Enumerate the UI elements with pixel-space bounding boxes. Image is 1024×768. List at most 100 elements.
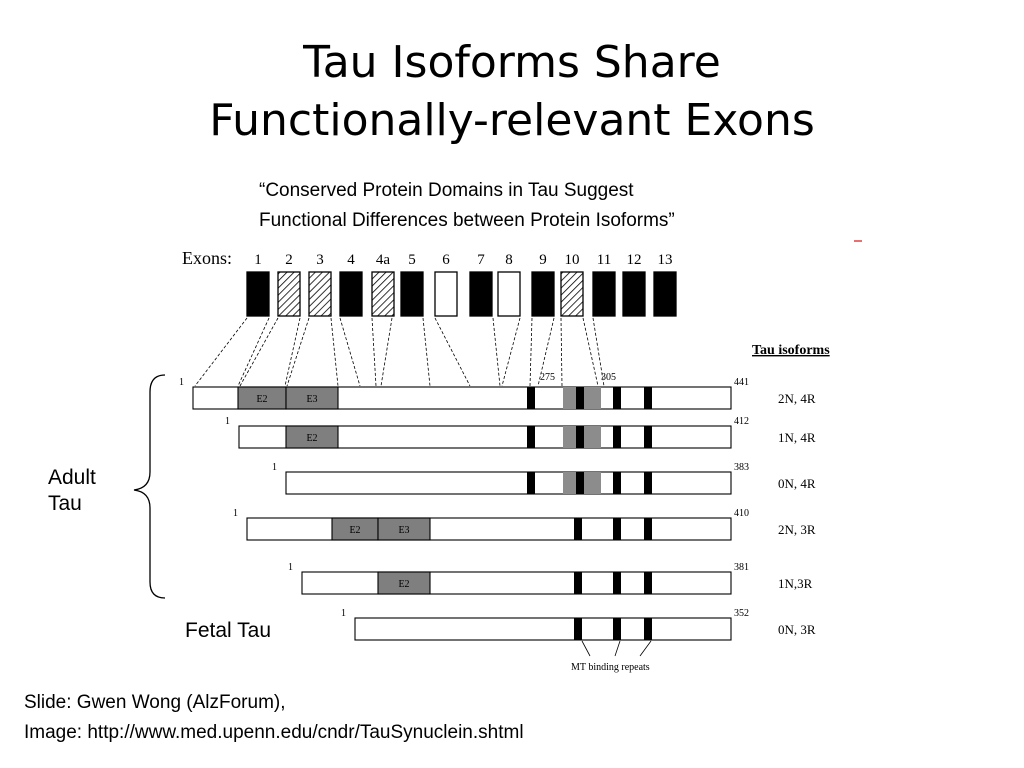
- exon-label-9: 9: [539, 252, 547, 268]
- mt-repeat-block: [613, 618, 621, 640]
- isoform-length-label: 412: [734, 416, 749, 427]
- marker-305: 305: [601, 372, 616, 383]
- exon-box-13: [653, 271, 677, 317]
- connector-line: [434, 317, 471, 387]
- connector-line: [330, 317, 339, 387]
- subtitle-quote: “Conserved Protein Domains in Tau Sugges…: [259, 176, 675, 236]
- insert-segment: [285, 425, 339, 449]
- connector-line: [194, 317, 248, 387]
- mt-repeat-block: [644, 426, 652, 448]
- fetal-tau-label: Fetal Tau: [185, 619, 271, 642]
- credit-line-1: Slide: Gwen Wong (AlzForum),: [24, 692, 286, 713]
- subtitle-line-2: Functional Differences between Protein I…: [259, 210, 675, 231]
- exon-box-4a: [371, 271, 395, 317]
- mt-repeat-block: [574, 518, 582, 540]
- exon-box-3: [308, 271, 332, 317]
- isoform-length-label: 381: [734, 562, 749, 573]
- insert-label: E3: [398, 525, 409, 536]
- mt-repeat-block: [613, 387, 621, 409]
- connector-line: [537, 317, 555, 387]
- isoform-start-label: 1: [341, 608, 346, 619]
- connector-line: [237, 317, 270, 387]
- isoform-bar: [246, 517, 732, 541]
- insert-segment: [377, 517, 431, 541]
- isoform-start-label: 1: [233, 508, 238, 519]
- mt-repeat-block: [613, 518, 621, 540]
- exon-box-1: [246, 271, 270, 317]
- adult-tau-label: Adult Tau: [48, 465, 96, 517]
- isoform-bar: [301, 571, 732, 595]
- mt-repeat-block: [644, 618, 652, 640]
- connector-line: [560, 317, 563, 387]
- insert-segment: [285, 386, 339, 410]
- exon-label-6: 6: [442, 252, 450, 268]
- adult-brace: [133, 374, 166, 599]
- isoform-row: E2 E3 1 410 2N, 3R: [233, 508, 816, 541]
- exon-box-5: [400, 271, 424, 317]
- isoform-length-label: 352: [734, 608, 749, 619]
- mt-binding-label: MT binding repeats: [571, 662, 650, 673]
- isoform-length-label: 410: [734, 508, 749, 519]
- isoform-name-label: 0N, 3R: [778, 622, 816, 637]
- isoform-name-label: 2N, 4R: [778, 391, 816, 406]
- isoform-length-label: 383: [734, 462, 749, 473]
- exon-box-11: [592, 271, 616, 317]
- mt-repeat-block: [644, 472, 652, 494]
- tau-isoforms-header: Tau isoforms: [752, 343, 830, 358]
- exon-label-11: 11: [597, 252, 611, 268]
- title-line-2: Functionally-relevant Exons: [209, 95, 815, 146]
- exon-connectors: [194, 317, 605, 387]
- mt-repeat-block: [576, 426, 584, 448]
- exon-label-2: 2: [285, 252, 293, 268]
- mt-repeat-block: [527, 472, 535, 494]
- isoform-name-label: 2N, 3R: [778, 522, 816, 537]
- slide-credit: Slide: Gwen Wong (AlzForum), Image: http…: [24, 688, 524, 748]
- connector-line: [501, 317, 521, 387]
- insert-label: E2: [306, 433, 317, 444]
- mt-repeat-block: [574, 572, 582, 594]
- mt-repeat-block: [644, 572, 652, 594]
- exon-box-4: [339, 271, 363, 317]
- isoform-start-label: 1: [179, 377, 184, 388]
- exon-label-5: 5: [408, 252, 416, 268]
- exon-label-13: 13: [658, 252, 673, 268]
- title-line-1: Tau Isoforms Share: [303, 37, 721, 88]
- isoform-name-label: 0N, 4R: [778, 476, 816, 491]
- isoform-bar: [354, 617, 732, 641]
- insert-label: E2: [256, 394, 267, 405]
- exon-box-8: [497, 271, 521, 317]
- mt-repeat-block: [527, 426, 535, 448]
- adult-label-line-2: Tau: [48, 492, 82, 515]
- exon-label-4a: 4a: [376, 252, 391, 268]
- exons-label: Exons:: [182, 248, 232, 268]
- exon-label-7: 7: [477, 252, 485, 268]
- connector-line: [284, 317, 301, 387]
- connector-line: [380, 317, 393, 387]
- insert-label: E2: [349, 525, 360, 536]
- connector-line: [592, 317, 605, 387]
- connector-line: [582, 317, 599, 387]
- exon-box-9: [531, 271, 555, 317]
- mt-repeat-block: [644, 518, 652, 540]
- marker-275: 275: [540, 372, 555, 383]
- exon-box-12: [622, 271, 646, 317]
- isoform-bar: [238, 425, 732, 449]
- connector-line: [529, 317, 533, 387]
- insert-label: E3: [306, 394, 317, 405]
- slide-title: Tau Isoforms Share Functionally-relevant…: [0, 34, 1024, 150]
- isoform-name-label: 1N,3R: [778, 576, 813, 591]
- exon-label-4: 4: [347, 252, 355, 268]
- subtitle-line-1: “Conserved Protein Domains in Tau Sugges…: [259, 180, 634, 201]
- credit-line-2: Image: http://www.med.upenn.edu/cndr/Tau…: [24, 722, 524, 743]
- adult-label-line-1: Adult: [48, 466, 96, 489]
- connector-line: [286, 317, 310, 387]
- exon-box-6: [434, 271, 458, 317]
- connector-line: [492, 317, 501, 387]
- exon-label-1: 1: [254, 252, 262, 268]
- isoform-name-label: 1N, 4R: [778, 430, 816, 445]
- exon-box-10: [560, 271, 584, 317]
